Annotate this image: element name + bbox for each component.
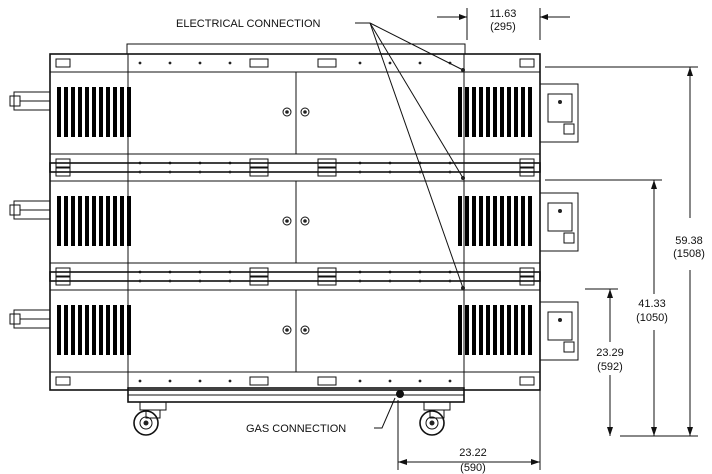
svg-text:11.63: 11.63 [490, 8, 517, 20]
dim-gas-offset: 23.22 (590) [397, 380, 541, 474]
svg-text:(1050): (1050) [636, 312, 668, 324]
caster-left [133, 401, 167, 436]
oven-deck-bottom [10, 272, 578, 390]
svg-text:(295): (295) [490, 21, 516, 33]
svg-text:(1508): (1508) [673, 248, 705, 260]
electrical-connection-label: ELECTRICAL CONNECTION [176, 18, 321, 30]
svg-text:(592): (592) [597, 361, 623, 373]
svg-text:(590): (590) [460, 462, 486, 474]
dim-middle-height: 41.33 (1050) [545, 179, 668, 436]
svg-text:41.33: 41.33 [638, 298, 666, 310]
oven-deck-top [10, 54, 578, 172]
gas-connection-label: GAS CONNECTION [246, 423, 346, 435]
gas-fitting [396, 390, 404, 398]
svg-text:59.38: 59.38 [675, 235, 703, 247]
dim-top-width: 11.63 (295) [437, 8, 570, 40]
dim-overall-height: 59.38 (1508) [545, 66, 705, 437]
dim-bottom-height: 23.29 (592) [585, 288, 624, 436]
svg-text:23.29: 23.29 [596, 347, 624, 359]
svg-text:23.22: 23.22 [459, 447, 487, 459]
caster-right [419, 401, 451, 436]
oven-deck-middle [10, 163, 578, 281]
